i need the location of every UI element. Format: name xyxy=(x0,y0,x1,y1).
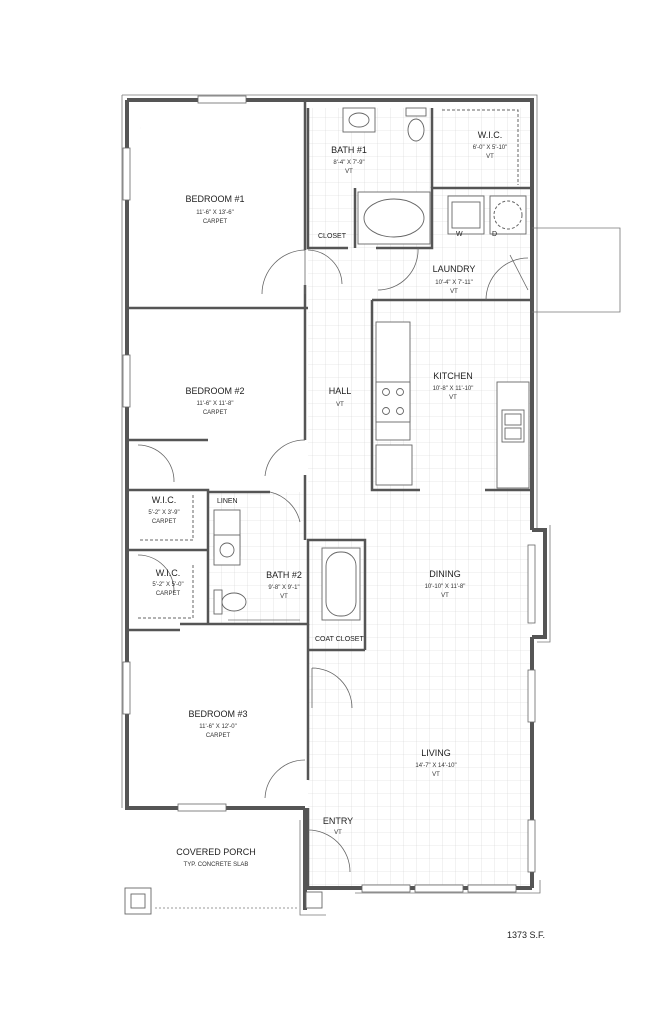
wic3-floor: CARPET xyxy=(156,591,181,597)
wic1-floor: VT xyxy=(486,154,494,160)
wic3-name: W.I.C. xyxy=(156,568,181,578)
linen-name: LINEN xyxy=(217,498,238,505)
dining-size: 10'-10" X 11'-8" xyxy=(425,584,466,590)
wic2-size: 5'-2" X 3'-9" xyxy=(148,510,179,516)
entry-name: ENTRY xyxy=(323,816,353,826)
porch-post xyxy=(124,887,323,915)
kitchen-floor: VT xyxy=(449,395,457,401)
garage-stub xyxy=(532,227,621,313)
hall-floor: VT xyxy=(336,402,344,408)
wic2-floor: CARPET xyxy=(152,519,177,525)
living-floor: VT xyxy=(432,772,440,778)
closet-shelves xyxy=(138,109,519,619)
bedroom2-name: BEDROOM #2 xyxy=(185,386,244,396)
bath1-floor: VT xyxy=(345,169,353,175)
windows xyxy=(122,95,536,893)
bath1-name: BATH #1 xyxy=(331,145,367,155)
kitchen-size: 10'-8" X 11'-10" xyxy=(433,386,474,392)
porch-note: TYP. CONCRETE SLAB xyxy=(184,862,249,868)
coat-closet-name: COAT CLOSET xyxy=(315,636,364,643)
closet-name: CLOSET xyxy=(318,233,347,240)
kitchen-counters xyxy=(375,321,530,489)
hall-name: HALL xyxy=(329,386,352,396)
bedroom1-name: BEDROOM #1 xyxy=(185,194,244,204)
bedroom1-floor: CARPET xyxy=(203,219,228,225)
living-name: LIVING xyxy=(421,748,451,758)
laundry-size: 10'-4" X 7'-11" xyxy=(435,280,472,286)
interior-walls xyxy=(127,100,532,888)
kitchen-name: KITCHEN xyxy=(433,371,473,381)
dining-name: DINING xyxy=(429,569,461,579)
bedroom3-floor: CARPET xyxy=(206,733,231,739)
bath2-fixtures xyxy=(213,509,361,621)
bedroom3-size: 11'-6" X 12'-0" xyxy=(199,724,236,730)
dryer-tag: D xyxy=(492,231,497,238)
laundry-name: LAUNDRY xyxy=(433,264,476,274)
porch-name: COVERED PORCH xyxy=(176,847,256,857)
entry-floor: VT xyxy=(334,830,342,836)
room-labels: BEDROOM #1 11'-6" X 13'-6" CARPET BATH #… xyxy=(148,130,507,868)
dining-floor: VT xyxy=(441,593,449,599)
total-area: 1373 S.F. xyxy=(507,930,545,940)
door-swings xyxy=(137,247,529,873)
bedroom2-floor: CARPET xyxy=(203,410,228,416)
bath1-size: 8'-4" X 7'-9" xyxy=(333,160,364,166)
bath1-fixtures xyxy=(342,107,431,245)
washer-tag: W xyxy=(456,231,463,238)
wic1-name: W.I.C. xyxy=(478,130,503,140)
bedroom2-size: 11'-6" X 11'-8" xyxy=(196,401,233,407)
wic1-size: 6'-0" X 5'-10" xyxy=(473,145,508,151)
laundry-floor: VT xyxy=(450,289,458,295)
bath2-name: BATH #2 xyxy=(266,570,302,580)
bedroom3-name: BEDROOM #3 xyxy=(188,709,247,719)
bath2-size: 9'-8" X 9'-1" xyxy=(268,585,299,591)
wic2-name: W.I.C. xyxy=(152,495,177,505)
bedroom1-size: 11'-6" X 13'-6" xyxy=(196,210,233,216)
living-size: 14'-7" X 14'-10" xyxy=(415,763,456,769)
bath2-floor: VT xyxy=(280,594,288,600)
laundry-appliances: W D xyxy=(447,195,527,238)
wic3-size: 5'-2" X 5'-0" xyxy=(152,582,183,588)
